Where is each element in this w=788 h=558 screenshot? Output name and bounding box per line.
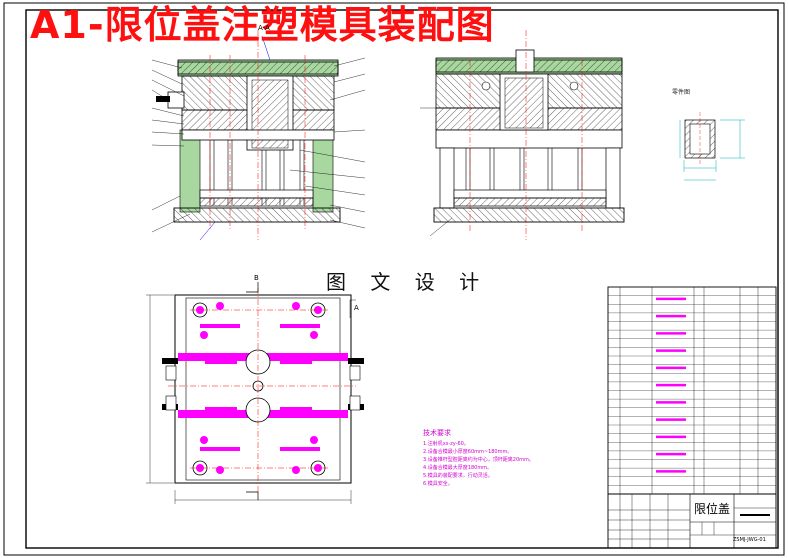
part-view-title: 零件图 <box>672 89 691 96</box>
drawing-title: A1-限位盖注塑模具装配图 <box>30 3 495 47</box>
bom-entry-mark <box>656 366 686 370</box>
bom-rows <box>608 295 776 486</box>
section-label: A-A <box>258 24 270 32</box>
tech-item: 3.设备推杆型腔距离约为中心，顶杆距离20mm。 <box>423 457 534 463</box>
technical-requirements: 技术要求 1.注射机xs-zy-60。 2.设备合模最小厚度60mm~180mm… <box>423 428 608 488</box>
side-section-view <box>420 30 625 240</box>
plan-view <box>146 282 364 504</box>
tech-item: 1.注射机xs-zy-60。 <box>423 441 469 447</box>
bom-entry-mark <box>656 418 686 421</box>
bom-entry-mark <box>656 383 686 387</box>
part-name: 限位盖 <box>694 502 731 516</box>
watermark-text: 图 文 设 计 <box>326 270 489 294</box>
bom-entry-mark <box>656 332 686 335</box>
bom-entry-mark <box>656 470 686 473</box>
bom-entry-mark <box>656 349 686 352</box>
bom-entry-mark <box>656 452 686 456</box>
tech-item: 4.设备合模最大厚度180mm。 <box>423 465 493 471</box>
drawing-number: ZSMJ-JWG-01 <box>733 537 766 543</box>
tech-heading: 技术要求 <box>423 429 451 437</box>
view-label-a: A <box>354 304 359 312</box>
front-section-view <box>151 30 366 241</box>
bom-entry-mark <box>656 314 686 318</box>
part-view <box>679 112 745 181</box>
tech-item: 5.模具的装配要求，行动灵活。 <box>423 473 493 479</box>
tech-item: 2.设备合模最小厚度60mm~180mm。 <box>423 449 513 455</box>
bom-entry-mark <box>656 401 686 404</box>
title-block <box>607 493 777 549</box>
bom-entry-mark <box>656 297 686 301</box>
view-label-b: B <box>254 274 259 282</box>
bom-entry-mark <box>656 435 686 439</box>
tech-item: 6.模具安全。 <box>423 481 453 487</box>
sheet-frame <box>3 2 785 556</box>
